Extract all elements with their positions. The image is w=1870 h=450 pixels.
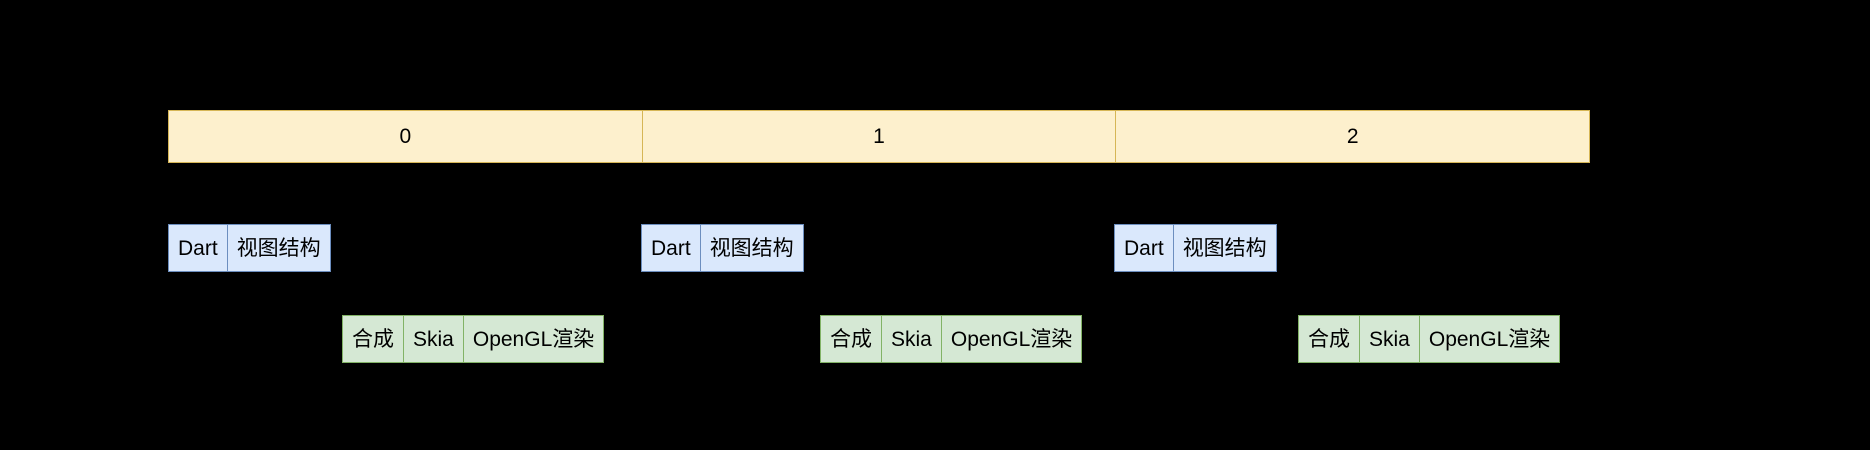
frame-1-gpu-segment-skia[interactable]: Skia: [882, 316, 942, 362]
frame-0-dart-phase[interactable]: Dart 视图结构: [168, 224, 331, 272]
frame-2-gpu-segment-skia[interactable]: Skia: [1360, 316, 1420, 362]
segment-label: Skia: [1369, 327, 1410, 351]
segment-label: OpenGL渲染: [950, 327, 1073, 351]
frame-2-dart-segment-dart[interactable]: Dart: [1115, 225, 1174, 271]
frame-2-dart-segment-view-structure[interactable]: 视图结构: [1174, 225, 1276, 271]
segment-label: OpenGL渲染: [472, 327, 595, 351]
segment-label: 视图结构: [236, 236, 321, 260]
frame-0-gpu-segment-opengl[interactable]: OpenGL渲染: [464, 316, 603, 362]
frame-2-gpu-segment-opengl[interactable]: OpenGL渲染: [1420, 316, 1559, 362]
segment-label: Dart: [651, 236, 691, 260]
frame-2-gpu-segment-composite[interactable]: 合成: [1299, 316, 1360, 362]
frame-timeline-bar: 0 1 2: [168, 110, 1590, 163]
frame-1-dart-segment-view-structure[interactable]: 视图结构: [701, 225, 803, 271]
timeline-cell-label: 1: [873, 125, 885, 148]
frame-0-dart-segment-view-structure[interactable]: 视图结构: [228, 225, 330, 271]
timeline-cell-0[interactable]: 0: [169, 111, 643, 162]
frame-1-gpu-segment-opengl[interactable]: OpenGL渲染: [942, 316, 1081, 362]
frame-0-dart-segment-dart[interactable]: Dart: [169, 225, 228, 271]
frame-1-gpu-segment-composite[interactable]: 合成: [821, 316, 882, 362]
frame-2-dart-phase[interactable]: Dart 视图结构: [1114, 224, 1277, 272]
frame-0-gpu-segment-skia[interactable]: Skia: [404, 316, 464, 362]
segment-label: Skia: [413, 327, 454, 351]
frame-1-dart-phase[interactable]: Dart 视图结构: [641, 224, 804, 272]
segment-label: 合成: [830, 327, 872, 351]
segment-label: OpenGL渲染: [1428, 327, 1551, 351]
frame-1-gpu-phase[interactable]: 合成 Skia OpenGL渲染: [820, 315, 1083, 363]
frame-0-gpu-phase[interactable]: 合成 Skia OpenGL渲染: [342, 315, 605, 363]
segment-label: Dart: [1124, 236, 1164, 260]
segment-label: 视图结构: [1182, 236, 1267, 260]
timeline-cell-2[interactable]: 2: [1116, 111, 1589, 162]
segment-label: 合成: [1308, 327, 1350, 351]
timeline-cell-label: 2: [1346, 125, 1359, 148]
timeline-cell-label: 0: [399, 125, 412, 148]
segment-label: 视图结构: [709, 236, 794, 260]
frame-2-gpu-phase[interactable]: 合成 Skia OpenGL渲染: [1298, 315, 1561, 363]
segment-label: Dart: [178, 236, 218, 260]
frame-0-gpu-segment-composite[interactable]: 合成: [343, 316, 404, 362]
frame-1-dart-segment-dart[interactable]: Dart: [642, 225, 701, 271]
timeline-cell-1[interactable]: 1: [643, 111, 1117, 162]
segment-label: Skia: [891, 327, 932, 351]
segment-label: 合成: [352, 327, 394, 351]
